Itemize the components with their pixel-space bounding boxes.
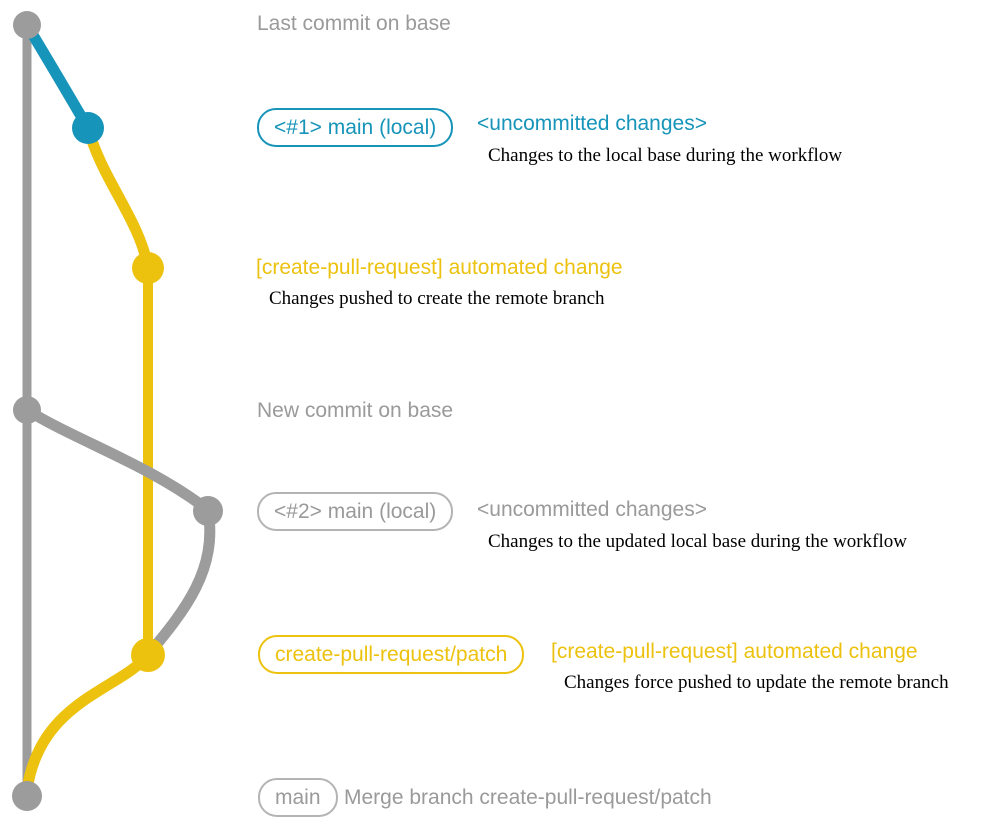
branch-badge-main: main [258,778,338,818]
branch-badge-patch: create-pull-request/patch [258,635,525,675]
commit-dot-local-2 [193,496,223,526]
commit-dot-local-1 [72,112,104,144]
caption-new-commit: New commit on base [257,399,454,422]
branch-badge-main-local-1: <#1> main (local) [257,108,454,148]
note-local-base: Changes to the local base during the wor… [488,145,843,166]
local-branch-curve-1 [21,19,94,134]
note-updated-local-base: Changes to the updated local base during… [488,531,907,552]
local2-to-patch-curve [142,504,216,661]
patch-branch-curve-top [82,122,154,274]
message-merge-branch: Merge branch create-pull-request/patch [344,786,712,809]
message-uncommitted-2: <uncommitted changes> [477,498,707,521]
commit-dot-base-top [13,11,41,39]
commit-dot-patch-2 [131,638,165,672]
message-automated-change-2: [create-pull-request] automated change [551,640,918,663]
patch-merge-curve [21,649,154,796]
note-pushed-create: Changes pushed to create the remote bran… [269,288,605,309]
caption-last-commit: Last commit on base [257,12,451,35]
message-uncommitted-1: <uncommitted changes> [477,112,707,135]
commit-dot-patch-1 [132,252,164,284]
commit-dot-merge [12,781,42,811]
commit-dot-base-new [13,396,41,424]
base-to-local2-curve [21,404,214,516]
message-automated-change-1: [create-pull-request] automated change [256,256,623,279]
note-force-pushed: Changes force pushed to update the remot… [564,672,949,693]
branch-badge-main-local-2: <#2> main (local) [257,492,454,532]
